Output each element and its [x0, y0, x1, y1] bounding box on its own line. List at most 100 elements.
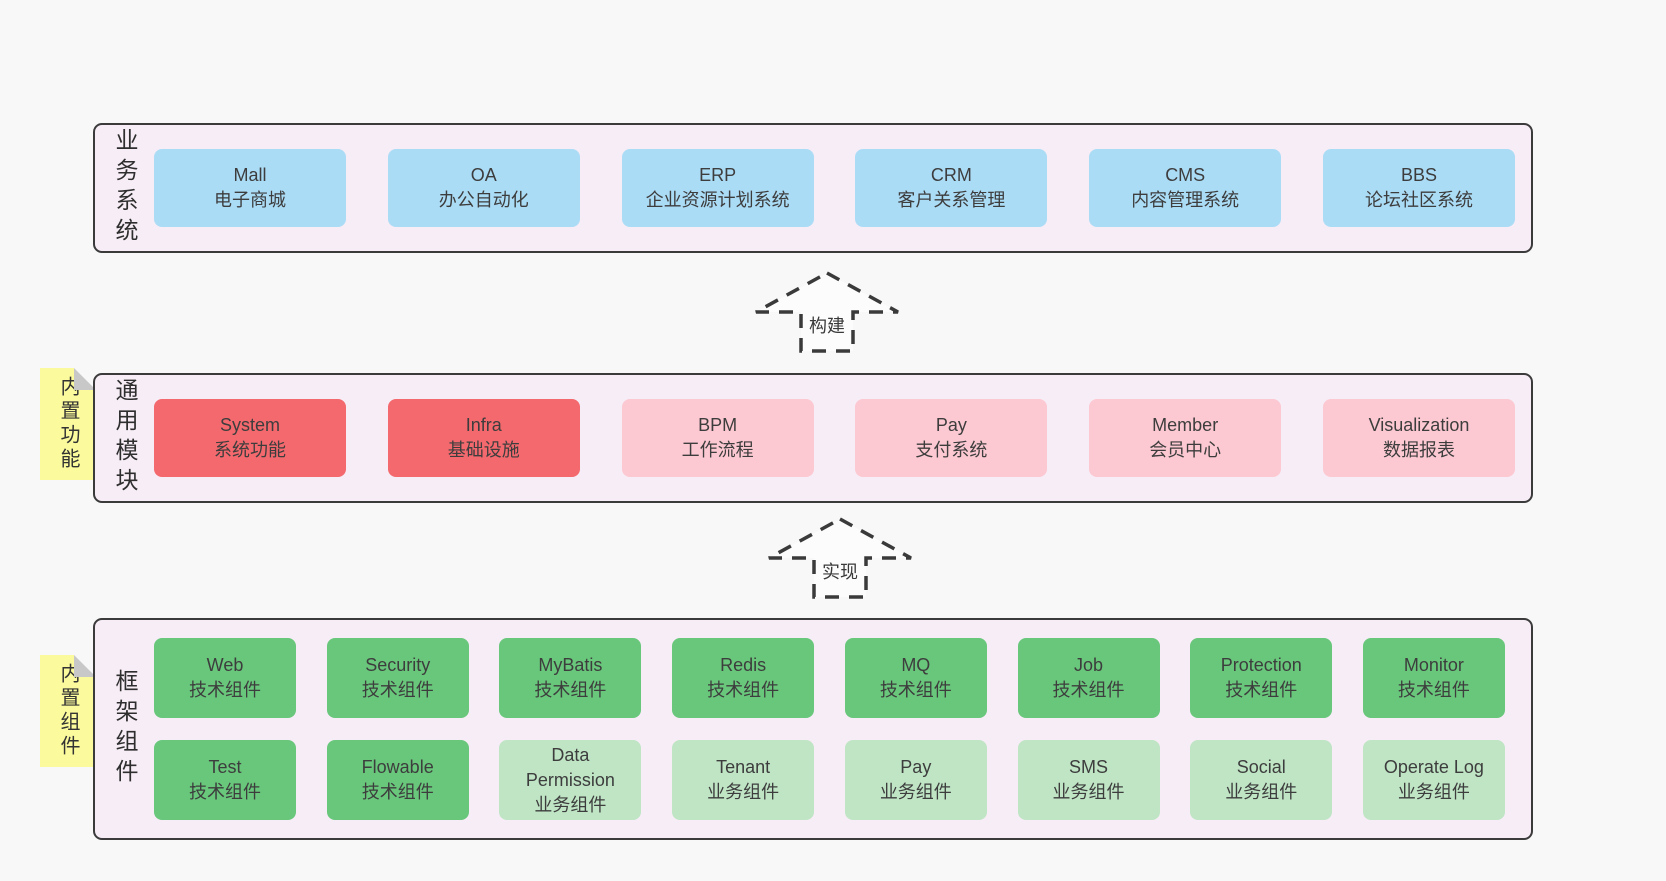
- box-title: BBS: [1400, 165, 1437, 185]
- box-subtitle: 内容管理系统: [1131, 190, 1240, 210]
- box-subtitle: 业务组件: [707, 782, 780, 802]
- box-subtitle: 业务组件: [534, 794, 607, 815]
- box-bpm: BPM 工作流程: [621, 399, 814, 477]
- business-systems-label-col: 业务系统: [95, 125, 154, 251]
- box-title: Web: [206, 655, 244, 675]
- box-security: Security 技术组件: [326, 638, 469, 718]
- builtin-features-note: 内置功能: [40, 368, 96, 480]
- box-infra: Infra 基础设施: [387, 399, 580, 477]
- box-pay: Pay 支付系统: [855, 399, 1048, 477]
- box-subtitle: 技术组件: [707, 680, 780, 700]
- box-title: System: [219, 415, 280, 435]
- business-systems-layer: 业务系统 Mall 电子商城 OA 办公自动化 ERP 企业资源计划系统 CRM…: [93, 123, 1533, 253]
- box-title: Flowable: [361, 757, 434, 777]
- box-tenant: Tenant 业务组件: [672, 740, 815, 820]
- box-subtitle: 基础设施: [447, 440, 520, 460]
- box-subtitle: 会员中心: [1149, 440, 1222, 460]
- box-sms: SMS 业务组件: [1017, 740, 1160, 820]
- box-title: MQ: [901, 655, 931, 675]
- box-social: Social 业务组件: [1190, 740, 1333, 820]
- box-subtitle: 业务组件: [1225, 782, 1298, 802]
- box-subtitle: 技术组件: [361, 680, 434, 700]
- box-operate-log: Operate Log 业务组件: [1362, 740, 1505, 820]
- box-title: Pay: [935, 415, 967, 435]
- box-job: Job 技术组件: [1017, 638, 1160, 718]
- framework-components-rows: Web 技术组件 Security 技术组件 MyBatis 技术组件 Redi…: [154, 620, 1531, 838]
- box-flowable: Flowable 技术组件: [326, 740, 469, 820]
- common-modules-label-col: 通用模块: [95, 375, 154, 501]
- box-title: Visualization: [1368, 415, 1470, 435]
- box-subtitle: 系统功能: [214, 440, 286, 460]
- business-systems-boxes: Mall 电子商城 OA 办公自动化 ERP 企业资源计划系统 CRM 客户关系…: [154, 125, 1531, 251]
- box-subtitle: 业务组件: [1052, 782, 1125, 802]
- box-crm: CRM 客户关系管理: [855, 149, 1048, 227]
- box-member: Member 会员中心: [1089, 399, 1282, 477]
- box-mall: Mall 电子商城: [154, 149, 346, 227]
- box-title: Monitor: [1403, 655, 1464, 675]
- box-subtitle: 办公自动化: [438, 190, 529, 210]
- box-title: Job: [1074, 655, 1104, 675]
- folded-corner-icon: [74, 655, 96, 677]
- common-modules-layer: 通用模块 System 系统功能 Infra 基础设施 BPM 工作流程 Pay…: [93, 373, 1533, 503]
- implement-arrow: 实现: [765, 516, 915, 600]
- box-system: System 系统功能: [154, 399, 346, 477]
- box-subtitle: 技术组件: [534, 680, 607, 700]
- box-pay-component: Pay 业务组件: [844, 740, 987, 820]
- box-monitor: Monitor 技术组件: [1362, 638, 1505, 718]
- framework-components-layer: 框架组件 Web 技术组件 Security 技术组件 MyBatis 技术组件…: [93, 618, 1533, 840]
- common-modules-label: 通用模块: [112, 378, 138, 498]
- box-subtitle: 客户关系管理: [897, 190, 1006, 210]
- box-subtitle: 技术组件: [189, 680, 261, 700]
- box-test: Test 技术组件: [154, 740, 296, 820]
- box-title: Protection: [1220, 655, 1302, 675]
- box-title: OA: [470, 165, 497, 185]
- box-oa: OA 办公自动化: [387, 149, 580, 227]
- business-systems-label: 业务系统: [112, 128, 138, 248]
- box-subtitle: 业务组件: [1397, 782, 1470, 802]
- box-subtitle: 支付系统: [915, 440, 988, 460]
- builtin-components-note-label: 内置组件: [57, 663, 79, 759]
- build-arrow-label: 构建: [806, 312, 848, 338]
- box-title: Member: [1152, 415, 1219, 435]
- box-subtitle: 技术组件: [1225, 680, 1298, 700]
- box-title: Redis: [720, 655, 767, 675]
- framework-components-label: 框架组件: [112, 669, 138, 789]
- box-title: BPM: [698, 415, 738, 435]
- box-title: MyBatis: [538, 655, 603, 675]
- box-title: Mall: [233, 165, 267, 185]
- build-arrow: 构建: [752, 270, 902, 354]
- box-web: Web 技术组件: [154, 638, 296, 718]
- box-title: Social: [1236, 757, 1286, 777]
- box-subtitle: 工作流程: [681, 440, 754, 460]
- box-subtitle: 电子商城: [214, 190, 286, 210]
- box-subtitle: 技术组件: [189, 782, 261, 802]
- box-subtitle: 技术组件: [1397, 680, 1470, 700]
- folded-corner-icon: [74, 368, 96, 390]
- box-mybatis: MyBatis 技术组件: [499, 638, 642, 718]
- box-title: CRM: [930, 165, 972, 185]
- box-subtitle: 企业资源计划系统: [645, 190, 790, 210]
- builtin-features-note-label: 内置功能: [57, 376, 79, 472]
- box-visualization: Visualization 数据报表: [1322, 399, 1515, 477]
- box-subtitle: 技术组件: [361, 782, 434, 802]
- builtin-components-note: 内置组件: [40, 655, 96, 767]
- box-title: Pay: [900, 757, 932, 777]
- box-subtitle: 论坛社区系统: [1364, 190, 1473, 210]
- box-title: Infra: [465, 415, 502, 435]
- box-data-permission: Data Permission 业务组件: [499, 740, 642, 820]
- box-bbs: BBS 论坛社区系统: [1322, 149, 1515, 227]
- box-title: Security: [365, 655, 431, 675]
- box-title: Tenant: [716, 757, 771, 777]
- box-cms: CMS 内容管理系统: [1089, 149, 1282, 227]
- box-title: ERP: [699, 165, 737, 185]
- box-title: Data Permission: [525, 744, 615, 790]
- box-erp: ERP 企业资源计划系统: [621, 149, 814, 227]
- box-subtitle: 技术组件: [879, 680, 952, 700]
- box-subtitle: 业务组件: [879, 782, 952, 802]
- box-subtitle: 技术组件: [1052, 680, 1125, 700]
- box-redis: Redis 技术组件: [672, 638, 815, 718]
- implement-arrow-label: 实现: [819, 558, 861, 584]
- tech-components-row: Web 技术组件 Security 技术组件 MyBatis 技术组件 Redi…: [154, 638, 1505, 718]
- box-title: CMS: [1165, 165, 1206, 185]
